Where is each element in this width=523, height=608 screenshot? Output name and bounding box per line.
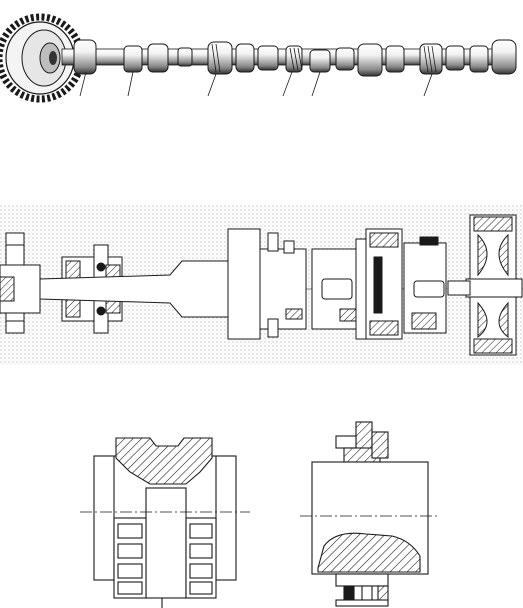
gear-stack xyxy=(311,228,447,340)
section-drawing xyxy=(0,205,523,365)
left-flange xyxy=(0,232,41,334)
camshaft-illustration xyxy=(0,0,523,110)
camshaft-drawing xyxy=(0,13,517,103)
leader-lines xyxy=(79,71,433,97)
detail-drawings xyxy=(80,421,440,608)
cam-lobes xyxy=(73,39,517,77)
gear-details xyxy=(0,410,523,608)
shaft-assembly-section xyxy=(0,205,523,365)
right-pulley xyxy=(447,214,523,356)
middle-cam xyxy=(259,232,307,338)
gear-detail-right xyxy=(300,421,440,607)
cam-block xyxy=(227,228,261,340)
gear-detail-left xyxy=(80,437,250,608)
